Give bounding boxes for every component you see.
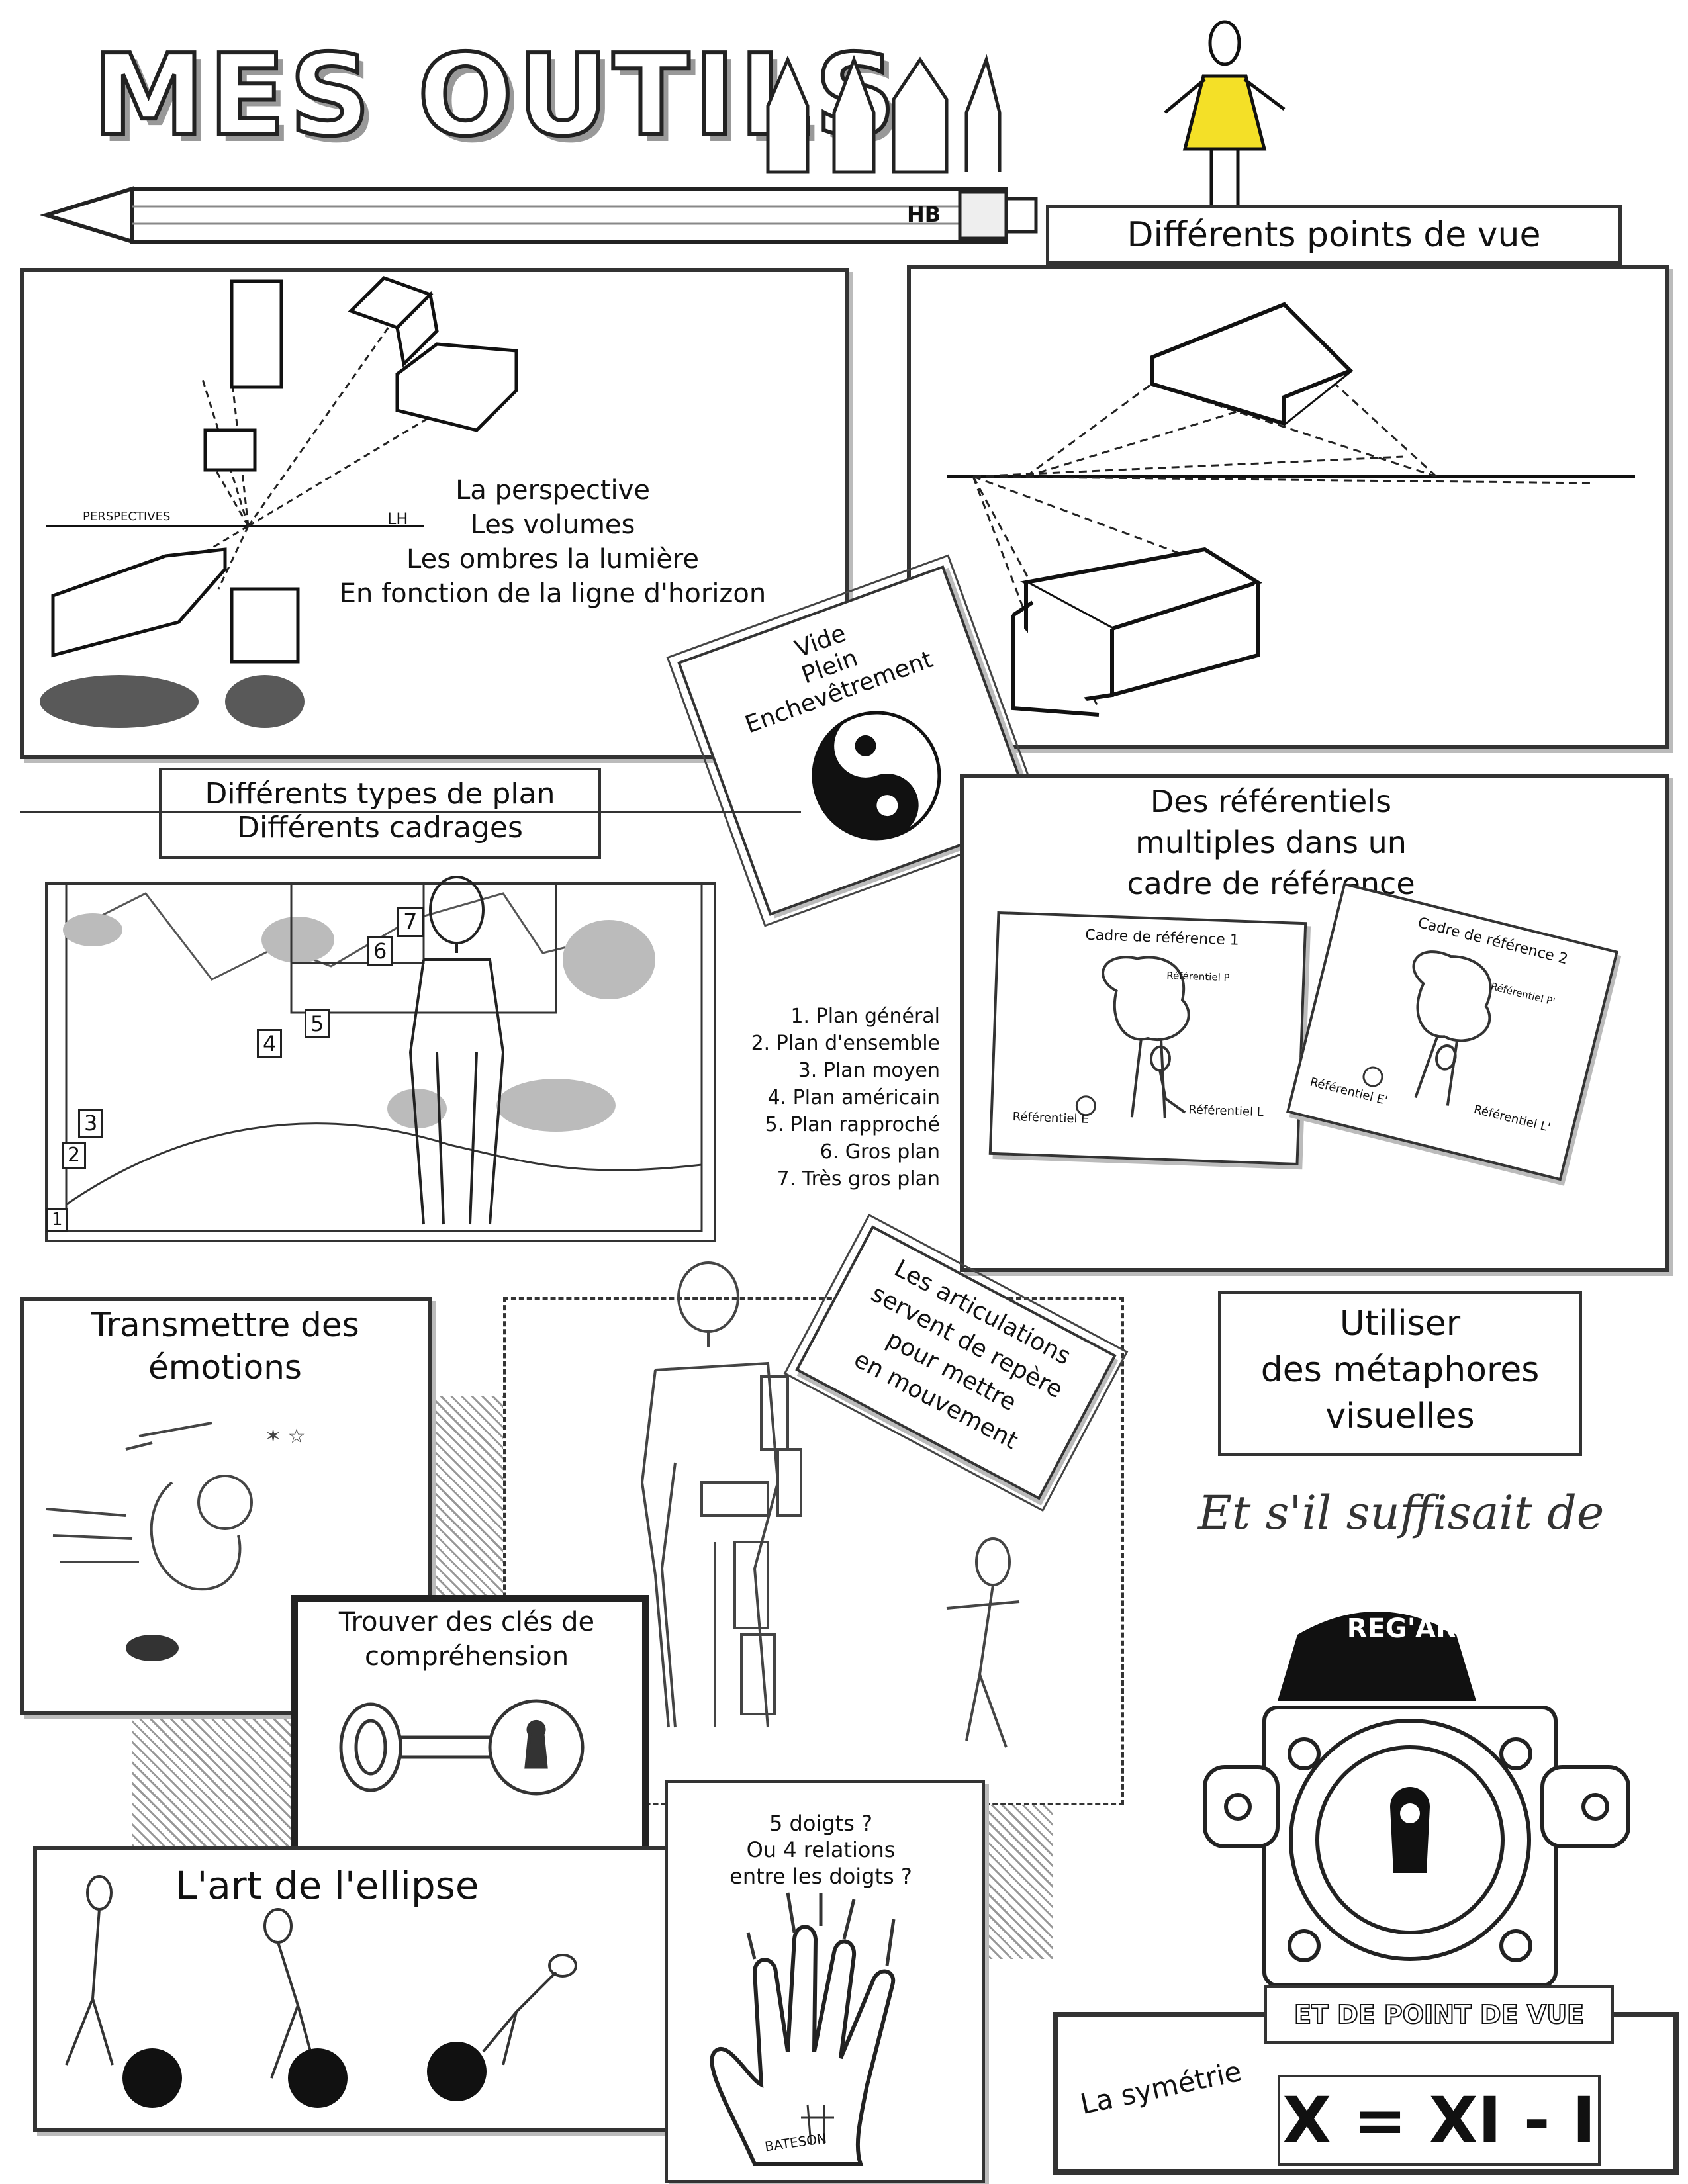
pattern-fill [132, 1701, 318, 1846]
perspective-text: La perspective Les volumes Les ombres la… [278, 473, 827, 611]
plan-number-1: 1 [46, 1208, 68, 1232]
metaphores-title-3: visuelles [1325, 1396, 1475, 1436]
three-point-boxes-drawing [947, 302, 1635, 717]
cles-title-2: compréhension [364, 1641, 569, 1672]
card1-title: Cadre de référence 1 [1084, 927, 1240, 949]
plans-label-box: Différents types de plan Différents cadr… [159, 768, 601, 859]
plans-list: 1. Plan général 2. Plan d'ensemble 3. Pl… [715, 1003, 940, 1193]
metaphores-title-1: Utiliser [1339, 1304, 1461, 1343]
plan-number-7: 7 [397, 907, 424, 937]
horizon-label: PERSPECTIVES [83, 510, 171, 523]
metaphores-title-2: des métaphores [1260, 1350, 1540, 1390]
doigts-line-3: entre les doigts ? [729, 1864, 912, 1889]
metaphores-panel: Utiliser des métaphores visuelles [1218, 1291, 1582, 1456]
formula-box: X = XI - I [1278, 2075, 1601, 2166]
doigts-text: 5 doigts ? Ou 4 relations entre les doig… [682, 1810, 960, 1889]
cles-title-1: Trouver des clés de [338, 1607, 595, 1637]
doigts-line-2: Ou 4 relations [746, 1837, 896, 1862]
drawing-tools-icon [766, 54, 1002, 174]
presenter-figure [1164, 20, 1286, 205]
plans-label-2: Différents cadrages [237, 811, 523, 844]
yin-yang-icon [812, 711, 941, 841]
plan-number-5: 5 [305, 1009, 330, 1038]
perspective-line-4: En fonction de la ligne d'horizon [339, 578, 767, 609]
viewpoints-label-box: Différents points de vue [1046, 205, 1622, 265]
plans-scene-drawing [45, 876, 716, 1242]
plans-list-item: 6. Gros plan [820, 1140, 940, 1163]
lock-sign-line-2: REG'ART [1346, 1614, 1474, 1644]
emotions-title-1: Transmettre des [91, 1306, 359, 1344]
hand-drawing [710, 1892, 896, 2166]
svg-text:✶ ☆: ✶ ☆ [265, 1425, 306, 1448]
plan-number-4: 4 [257, 1029, 283, 1058]
perspective-line-1: La perspective [455, 475, 650, 506]
perspective-line-3: Les ombres la lumière [406, 544, 699, 574]
plans-divider [20, 811, 801, 813]
plans-list-item: 5. Plan rapproché [765, 1113, 940, 1136]
doigts-line-1: 5 doigts ? [769, 1811, 872, 1836]
lock-sign-line-1: CHANGER DE [1313, 1578, 1507, 1608]
ellipse-figures-drawing [65, 1875, 577, 2108]
lock-plate-drawing [1203, 1612, 1630, 1987]
suffisait-script: Et s'il suffisait de [1198, 1486, 1605, 1540]
articulated-figure-drawing [640, 1261, 1020, 1748]
lh-label: LH [387, 510, 408, 528]
plans-list-item: 3. Plan moyen [798, 1059, 940, 1082]
pencil-illustration [39, 185, 1038, 245]
plan-number-2: 2 [62, 1142, 87, 1169]
page-title: MES OUTILS [91, 20, 900, 172]
pattern-fill [980, 1787, 1053, 1959]
card1-ref-l: Référentiel L [1188, 1103, 1264, 1120]
plan-number-6: 6 [367, 936, 393, 966]
doigts-panel [665, 1780, 985, 2183]
symetrie-banner: ET DE POINT DE VUE [1293, 1999, 1585, 2030]
card1-ref-e: Référentiel E [1012, 1109, 1089, 1126]
formula: X = XI - I [1282, 2083, 1596, 2158]
symetrie-banner-box: ET DE POINT DE VUE [1264, 1985, 1614, 2044]
referentiel-card-2: Cadre de référence 2 Référentiel P' Réfé… [1286, 882, 1618, 1181]
referentiels-title: Des référentiels multiples dans un cadre… [1033, 781, 1509, 904]
referentiels-title-1: Des référentiels [1150, 784, 1392, 819]
yin-yang-card: Vide Plein Enchevêtrement [666, 554, 1047, 927]
perspective-line-2: Les volumes [470, 510, 635, 540]
plan-number-3: 3 [78, 1109, 104, 1138]
plans-label-1: Différents types de plan [205, 777, 555, 811]
plans-list-item: 4. Plan américain [767, 1086, 940, 1109]
cles-title: Trouver des clés de compréhension [301, 1605, 632, 1674]
tree-snail-drawing-2 [1362, 950, 1492, 1106]
lock-sign: CHANGER DE REG'ART [1297, 1575, 1523, 1647]
plans-list-item: 7. Très gros plan [776, 1167, 940, 1191]
perspective-drawing [40, 276, 518, 728]
tree-snail-drawing [1075, 956, 1190, 1119]
referentiel-card-1: Cadre de référence 1 Référentiel P Référ… [988, 911, 1307, 1166]
ellipse-title: L'art de l'ellipse [175, 1863, 479, 1908]
falling-figure-drawing: ✶ ☆ [46, 1422, 306, 1661]
key-lock-icon [339, 1699, 585, 1796]
emotions-title-2: émotions [148, 1348, 302, 1387]
referentiels-title-2: multiples dans un [1135, 825, 1407, 860]
plans-list-item: 2. Plan d'ensemble [751, 1032, 940, 1055]
emotions-title: Transmettre des émotions [40, 1304, 410, 1388]
card1-ref-p: Référentiel P [1166, 969, 1230, 984]
pencil-grade: HB [907, 202, 941, 227]
referentiels-title-3: cadre de référence [1127, 866, 1415, 901]
viewpoints-label: Différents points de vue [1127, 215, 1541, 255]
plans-list-item: 1. Plan général [790, 1005, 940, 1028]
page-title-text: MES OUTILS [91, 28, 900, 163]
